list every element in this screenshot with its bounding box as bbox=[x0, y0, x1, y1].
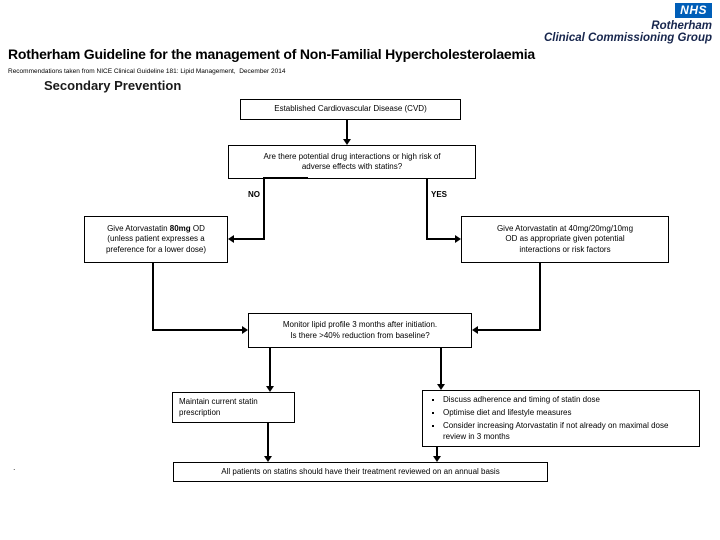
box-established-cvd: Established Cardiovascular Disease (CVD) bbox=[240, 99, 461, 120]
connector-80mg-to-monitor bbox=[152, 329, 243, 331]
org-name: Rotherham bbox=[651, 19, 712, 32]
arrowhead-down-icon bbox=[264, 456, 272, 462]
connector-80mg-down bbox=[152, 263, 154, 331]
atorvastatin-80-line-2: (unless patient expresses a bbox=[107, 234, 205, 244]
connector-cvd-to-question bbox=[346, 120, 348, 139]
box-atorvastatin-lower-dose-text: Give Atorvastatin at 40mg/20mg/10mg OD a… bbox=[466, 224, 664, 256]
box-drug-interaction-question: Are there potential drug interactions or… bbox=[228, 145, 476, 179]
review-action-item: Discuss adherence and timing of statin d… bbox=[443, 395, 693, 406]
connector-monitor-to-actions bbox=[440, 348, 442, 385]
box-drug-interaction-question-text: Are there potential drug interactions or… bbox=[233, 152, 471, 173]
review-action-item: Consider increasing Atorvastatin if not … bbox=[443, 421, 693, 442]
review-action-item: Optimise diet and lifestyle measures bbox=[443, 408, 693, 419]
connector-maintain-to-annual bbox=[267, 423, 269, 457]
connector-no-vertical bbox=[263, 177, 265, 240]
nhs-logo-text: NHS bbox=[680, 3, 707, 17]
atorvastatin-80-dose: 80mg bbox=[169, 223, 191, 233]
arrowhead-down-icon bbox=[343, 139, 351, 145]
box-monitor-lipid-text: Monitor lipid profile 3 months after ini… bbox=[253, 320, 467, 341]
arrowhead-left-icon bbox=[228, 235, 234, 243]
box-annual-review: All patients on statins should have thei… bbox=[173, 462, 548, 482]
arrowhead-right-icon bbox=[242, 326, 248, 334]
atorvastatin-lower-line-3: interactions or risk factors bbox=[519, 244, 611, 254]
stray-dot-mark: . bbox=[13, 462, 16, 472]
atorvastatin-lower-line-1: Give Atorvastatin at 40mg/20mg/10mg bbox=[496, 223, 634, 233]
connector-no-horizontal bbox=[233, 238, 265, 240]
connector-actions-to-annual bbox=[436, 447, 438, 457]
connector-lower-to-monitor bbox=[477, 329, 541, 331]
monitor-line-1: Monitor lipid profile 3 months after ini… bbox=[282, 320, 438, 329]
connector-no-elbow-top bbox=[263, 177, 308, 179]
arrowhead-left-icon bbox=[472, 326, 478, 334]
atorvastatin-80-line-1: Give Atorvastatin 80mg OD bbox=[89, 224, 223, 235]
page-title: Rotherham Guideline for the management o… bbox=[8, 46, 536, 62]
atorvastatin-80-pre: Give Atorvastatin bbox=[107, 223, 168, 233]
box-atorvastatin-lower-dose: Give Atorvastatin at 40mg/20mg/10mg OD a… bbox=[461, 216, 669, 263]
connector-yes-vertical bbox=[426, 179, 428, 240]
atorvastatin-lower-line-2: OD as appropriate given potential bbox=[505, 234, 625, 244]
nhs-logo-block: NHS Rotherham Clinical Commissioning Gro… bbox=[430, 2, 712, 44]
box-atorvastatin-80mg: Give Atorvastatin 80mg OD (unless patien… bbox=[84, 216, 228, 263]
review-actions-list: Discuss adherence and timing of statin d… bbox=[427, 395, 693, 445]
atorvastatin-80-line-3: preference for a lower dose) bbox=[105, 244, 207, 254]
connector-monitor-to-maintain bbox=[269, 348, 271, 387]
box-review-actions: Discuss adherence and timing of statin d… bbox=[422, 390, 700, 447]
no-branch-label: NO bbox=[248, 190, 260, 199]
question-line-1: Are there potential drug interactions or… bbox=[263, 151, 441, 161]
question-line-2: adverse effects with statins? bbox=[301, 162, 403, 171]
box-atorvastatin-80mg-text: Give Atorvastatin 80mg OD (unless patien… bbox=[89, 224, 223, 256]
arrowhead-down-icon bbox=[437, 384, 445, 390]
atorvastatin-80-post: OD bbox=[192, 223, 205, 233]
box-annual-review-text: All patients on statins should have thei… bbox=[221, 466, 500, 476]
arrowhead-down-icon bbox=[266, 386, 274, 392]
section-title: Secondary Prevention bbox=[44, 78, 182, 93]
connector-lower-down bbox=[539, 263, 541, 331]
nhs-logo-icon: NHS bbox=[675, 3, 712, 18]
connector-yes-horizontal bbox=[428, 238, 456, 240]
monitor-line-2: Is there >40% reduction from baseline? bbox=[290, 330, 430, 340]
box-monitor-lipid: Monitor lipid profile 3 months after ini… bbox=[248, 313, 472, 348]
box-maintain-statin-text: Maintain current statin prescription bbox=[179, 397, 258, 417]
yes-branch-label: YES bbox=[431, 190, 448, 199]
box-maintain-statin: Maintain current statin prescription bbox=[172, 392, 295, 423]
source-note: Recommendations taken from NICE Clinical… bbox=[8, 68, 286, 75]
org-descriptor: Clinical Commissioning Group bbox=[543, 31, 712, 44]
arrowhead-down-icon bbox=[433, 456, 441, 462]
arrowhead-right-icon bbox=[455, 235, 461, 243]
box-established-cvd-text: Established Cardiovascular Disease (CVD) bbox=[274, 104, 427, 114]
